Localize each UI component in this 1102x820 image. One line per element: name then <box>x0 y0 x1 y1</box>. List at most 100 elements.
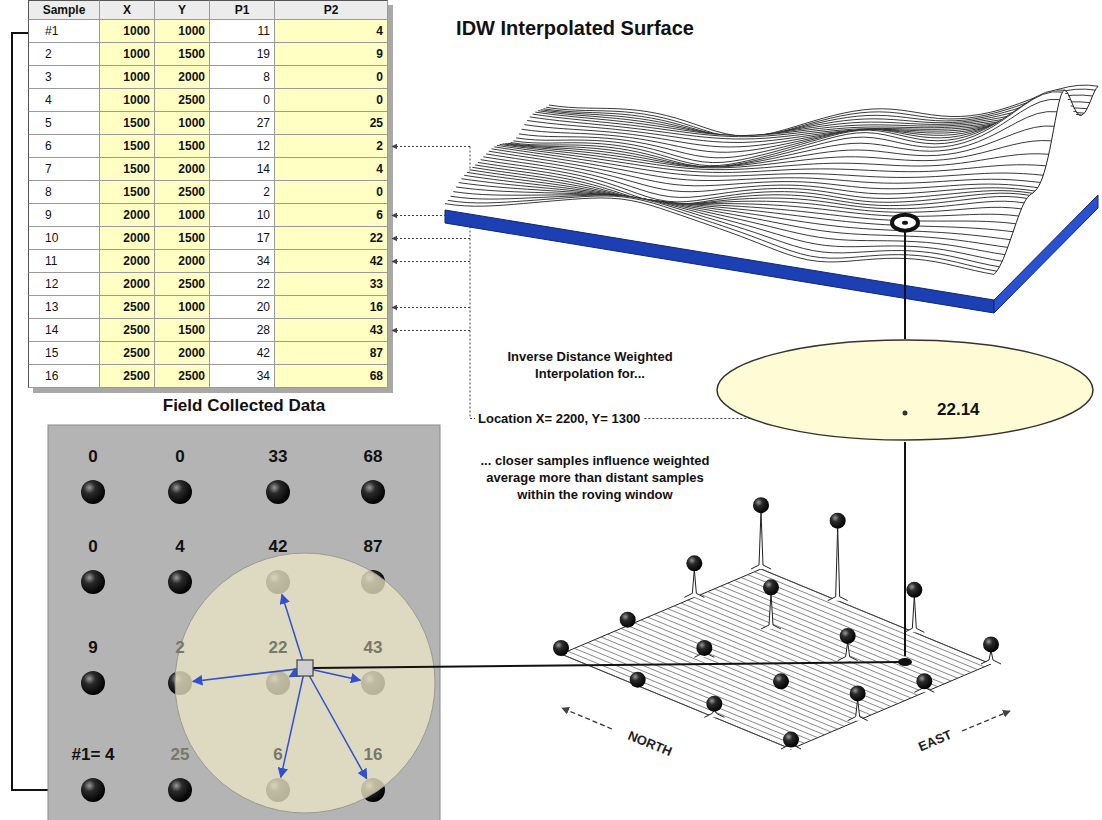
interpolated-value: 22.14 <box>937 400 980 420</box>
sample-value: 6 <box>233 745 323 765</box>
table-cell: 10 <box>28 227 100 250</box>
sample-value: 16 <box>328 745 418 765</box>
spike-ball <box>620 612 636 628</box>
table-header: X <box>100 0 155 20</box>
plane-hatch <box>741 578 971 673</box>
value-spike <box>751 511 771 569</box>
spike-ball <box>630 672 646 688</box>
spike-ball <box>696 640 712 656</box>
table-cell: 34 <box>210 250 275 273</box>
table-cell: 4 <box>275 20 388 43</box>
table-cell: 1000 <box>100 66 155 89</box>
table-cell: 87 <box>275 342 388 365</box>
table-cell: 1000 <box>155 204 210 227</box>
table-cell: 16 <box>275 296 388 319</box>
table-cell: 8 <box>210 66 275 89</box>
spike-ball <box>830 513 846 529</box>
sample-point <box>81 480 105 504</box>
spike-ball <box>850 685 866 701</box>
table-cell: 1500 <box>155 43 210 66</box>
ellipse-outline <box>715 338 1095 442</box>
diagram-title: IDW Interpolated Surface <box>450 16 700 40</box>
spike-ball <box>553 640 569 656</box>
table-cell: 12 <box>210 135 275 158</box>
spike-plot <box>553 497 1001 749</box>
table-cell: 14 <box>28 319 100 342</box>
sample-point <box>81 570 105 594</box>
sample-value: 2 <box>135 638 225 658</box>
sample-value: 0 <box>48 537 138 557</box>
table-cell: 1000 <box>155 112 210 135</box>
table-cell: 22 <box>275 227 388 250</box>
table-cell: 2000 <box>100 204 155 227</box>
table-cell: 2000 <box>155 66 210 89</box>
axis-label: EAST <box>904 722 965 759</box>
roving-window <box>175 553 435 813</box>
surface-marker <box>892 215 918 231</box>
table-cell: 8 <box>28 181 100 204</box>
table-cell: 42 <box>210 342 275 365</box>
spike-ball <box>753 497 769 513</box>
table-cell: 22 <box>210 273 275 296</box>
spike-ball <box>906 582 922 598</box>
value-spike <box>904 596 924 633</box>
table-cell: 1000 <box>100 89 155 112</box>
spike-ball <box>916 673 932 689</box>
surface-fill <box>445 198 994 300</box>
sample-value: 33 <box>233 447 323 467</box>
table-header: Y <box>155 0 210 20</box>
distance-arrow <box>281 668 305 777</box>
sample-value: 4 <box>135 537 225 557</box>
table-cell: 9 <box>275 43 388 66</box>
table-cell: 0 <box>275 66 388 89</box>
explanation-note: ... closer samples influence weighted av… <box>480 452 710 503</box>
sample-point <box>361 480 385 504</box>
table-cell: 20 <box>210 296 275 319</box>
spike-ball <box>783 732 799 748</box>
spike-ball <box>706 696 722 712</box>
sample-value: 68 <box>328 447 418 467</box>
table-pointer <box>392 146 470 147</box>
table-cell: 14 <box>210 158 275 181</box>
table-cell: 10 <box>210 204 275 227</box>
location-point <box>898 658 912 666</box>
value-spike <box>684 569 704 597</box>
table-cell: 1500 <box>100 135 155 158</box>
sample-point <box>81 778 105 802</box>
table-cell: 42 <box>275 250 388 273</box>
table-cell: 34 <box>210 365 275 388</box>
plane-hatch <box>761 569 991 664</box>
table-cell: 0 <box>275 181 388 204</box>
table-pointer <box>392 330 470 331</box>
table-cell: 16 <box>28 365 100 388</box>
surface-base <box>445 210 994 313</box>
value-spike <box>838 642 858 661</box>
plot-plane <box>561 569 991 749</box>
table-cell: 2500 <box>155 365 210 388</box>
table-cell: 13 <box>28 296 100 319</box>
spike-ball <box>983 636 999 652</box>
table-cell: 1500 <box>100 158 155 181</box>
result-ellipse: 22.14 <box>715 338 1095 442</box>
table-cell: 2000 <box>100 250 155 273</box>
table-cell: 17 <box>210 227 275 250</box>
table-cell: 1000 <box>155 296 210 319</box>
sample-value: 22 <box>233 638 323 658</box>
table-cell: 2500 <box>155 273 210 296</box>
spike-ball <box>773 673 789 689</box>
distance-arrow <box>305 668 367 779</box>
table-cell: 19 <box>210 43 275 66</box>
table-cell: 2000 <box>100 227 155 250</box>
table-header: P2 <box>275 0 388 20</box>
table-cell: 0 <box>210 89 275 112</box>
table-cell: 7 <box>28 158 100 181</box>
value-spike <box>828 527 848 601</box>
value-spike <box>848 699 868 720</box>
table-header: Sample <box>28 0 100 20</box>
table-cell: 1500 <box>155 227 210 250</box>
sample-value: #1= 4 <box>48 745 138 765</box>
table-cell: 2 <box>28 43 100 66</box>
table-cell: 1500 <box>100 112 155 135</box>
table-cell: 2 <box>275 135 388 158</box>
sample-value: 87 <box>328 537 418 557</box>
